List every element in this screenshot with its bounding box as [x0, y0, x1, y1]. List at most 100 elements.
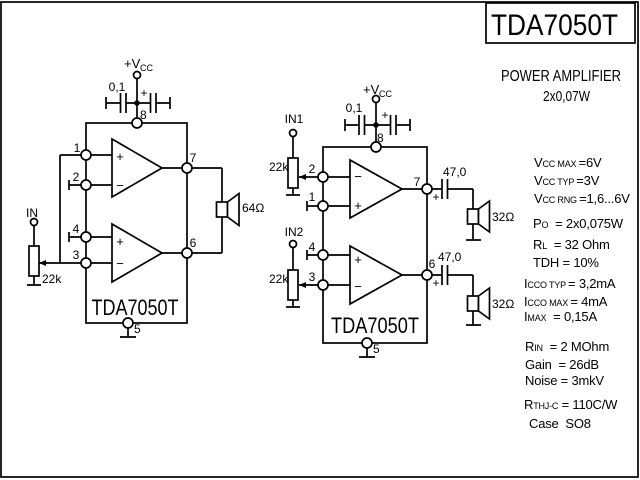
speaker-cone — [226, 191, 240, 228]
title-box — [485, 2, 636, 44]
speaker1-value: 32Ω — [492, 210, 514, 224]
out-cap1-value: 47,0 — [443, 165, 467, 179]
pin-label-4: 4 — [309, 240, 316, 254]
title-block: TDA7050T POWER AMPLIFIER 2x0,07W — [485, 2, 636, 105]
capacitor-polarized-plates — [389, 115, 397, 135]
vcc-label-sub: CC — [140, 63, 153, 73]
spec-line-po: PO = 2x0,075W — [533, 216, 623, 231]
spec-line-case: Case SO8 — [529, 416, 591, 431]
pot-wiper-arrow — [39, 260, 46, 266]
pin-label-2: 2 — [73, 170, 80, 184]
potentiometer — [28, 245, 40, 277]
pin-1 — [80, 149, 92, 161]
vcc-terminal — [371, 94, 381, 104]
cap-polarity-mark: + — [140, 86, 147, 100]
pin-label-3: 3 — [309, 270, 316, 284]
pin-4 — [317, 249, 329, 261]
input1-terminal — [288, 128, 298, 138]
pin-7 — [421, 183, 433, 195]
pin-label-6: 6 — [190, 236, 197, 250]
spec-line-vcc-typ: VCC TYP =3V — [534, 173, 600, 188]
pin-1 — [317, 200, 329, 212]
junction-dot — [134, 100, 140, 106]
speaker1-cone — [477, 199, 491, 234]
speaker2-symbol — [466, 295, 480, 312]
opamp-bottom-minus: − — [116, 256, 124, 271]
out-cap2-polarity: + — [432, 276, 439, 290]
ic-label: TDA7050T — [331, 313, 419, 338]
pin-label-6: 6 — [429, 257, 436, 271]
description-line2: 2x0,07W — [543, 88, 591, 105]
pin-label-8: 8 — [377, 131, 384, 145]
pin-6 — [421, 269, 433, 281]
spec-line-rin: RIN = 2 MOhm — [525, 339, 610, 354]
pot-value: 22k — [42, 272, 62, 286]
potentiometer-2 — [287, 269, 299, 301]
vcc-terminal — [132, 70, 142, 80]
pin-label-8: 8 — [140, 108, 147, 122]
input2-label: IN2 — [285, 225, 304, 239]
pin-label-1: 1 — [74, 141, 81, 155]
pin-7 — [181, 162, 193, 174]
pin-8 — [131, 117, 143, 129]
input-label: IN — [26, 206, 38, 220]
pin-label-1: 1 — [309, 190, 316, 204]
opamp-top — [111, 137, 164, 199]
spec-line-icco-max: ICCO MAX = 4mA — [524, 294, 608, 309]
pin-3 — [317, 279, 329, 291]
right-circuit: +V CC 0,1 + 8 2 1 4 3 7 6 5 IN1 IN2 22k … — [269, 82, 514, 358]
capacitor-out1-plates — [441, 179, 449, 199]
vcc-label: +V — [124, 56, 141, 71]
pot1-value: 22k — [269, 160, 289, 174]
pin-4 — [80, 231, 92, 243]
speaker2-value: 32Ω — [492, 297, 514, 311]
pin-5 — [361, 337, 373, 349]
pin-label-7: 7 — [414, 175, 421, 189]
input-terminal — [29, 217, 39, 227]
pot2-wiper-arrow — [299, 282, 306, 288]
opamp-top-plus: + — [354, 198, 362, 213]
spec-line-gain: Gain = 26dB — [525, 357, 599, 372]
capacitor-bypass-plates — [358, 115, 366, 135]
speaker-symbol — [215, 201, 229, 218]
pin-3 — [80, 257, 92, 269]
pin-8 — [370, 141, 382, 153]
pot1-wiper-arrow — [299, 174, 306, 180]
opamp-top-minus: − — [354, 169, 362, 184]
spec-line-icco-typ: ICCO TYP = 3,2mA — [524, 276, 616, 291]
spec-line-tdh: TDH = 10% — [533, 255, 599, 270]
left-circuit: +V CC 0,1 + 8 1 2 4 3 7 6 5 IN 22k 64Ω +… — [26, 56, 264, 338]
speaker-value: 64Ω — [242, 201, 264, 215]
pin-2 — [80, 179, 92, 191]
out-cap2-value: 47,0 — [438, 250, 462, 264]
pin-label-7: 7 — [190, 151, 197, 165]
potentiometer-1 — [287, 157, 299, 189]
spec-line-vcc-max: VCC MAX =6V — [534, 155, 602, 170]
pin-label-4: 4 — [73, 222, 80, 236]
pin-5 — [122, 317, 134, 329]
opamp-bottom-minus: − — [354, 279, 362, 294]
opamp-top-plus: + — [116, 149, 124, 164]
spec-line-noise: Noise = 3mkV — [525, 373, 604, 388]
pin-2 — [317, 171, 329, 183]
spec-line-rthj: RTHJ-C = 110C/W — [524, 397, 618, 412]
pin-label-2: 2 — [309, 162, 316, 176]
out-cap1-polarity: + — [432, 190, 439, 204]
opamp-bottom-plus: + — [354, 252, 362, 267]
pin-label-3: 3 — [73, 248, 80, 262]
pin-6 — [181, 247, 193, 259]
junction-dot — [373, 122, 379, 128]
opamp-bottom — [111, 222, 164, 284]
bypass-cap-value: 0,1 — [109, 80, 126, 94]
opamp-bottom-plus: + — [116, 234, 124, 249]
pot2-value: 22k — [269, 272, 289, 286]
description-line1: POWER AMPLIFIER — [501, 68, 621, 85]
vcc-label-sub: CC — [379, 89, 392, 99]
opamp-top-minus: − — [116, 178, 124, 193]
cap-polarity-mark: + — [381, 108, 388, 122]
vcc-label: +V — [363, 82, 380, 97]
part-number: TDA7050T — [491, 9, 618, 42]
capacitor-polarized-plates — [149, 93, 157, 113]
